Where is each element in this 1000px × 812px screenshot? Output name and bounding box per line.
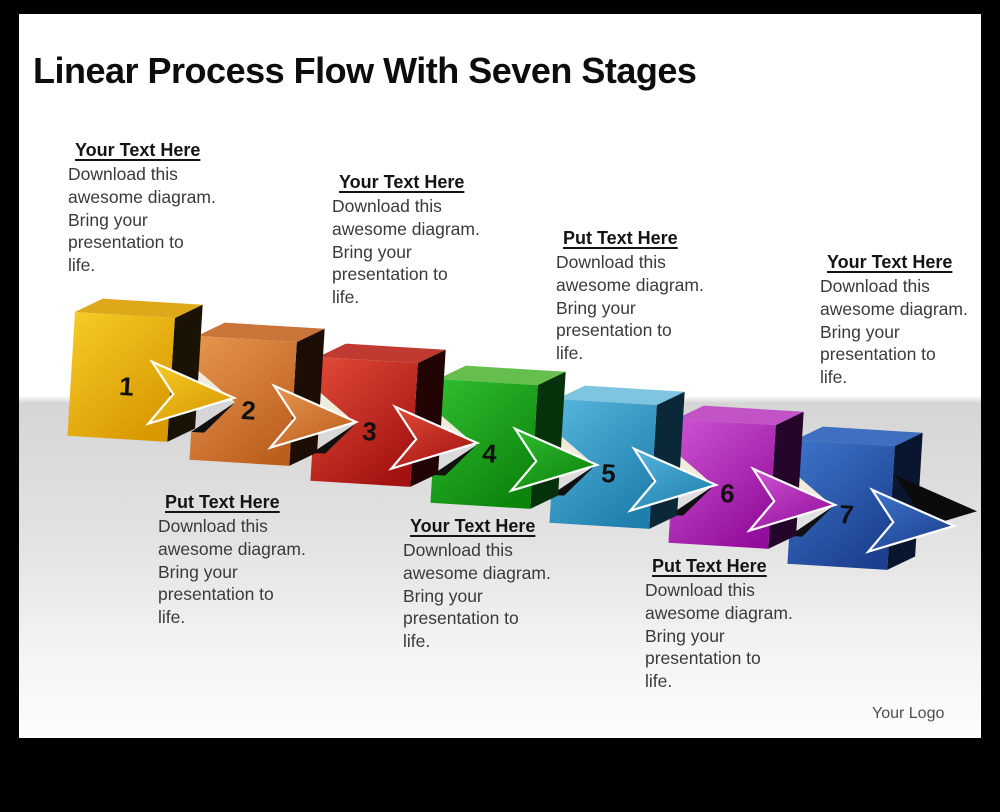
notch-lit-face: [791, 471, 834, 507]
notch-shadow-face: [432, 445, 477, 476]
block-top-face: [318, 343, 446, 364]
stage-shape-svg: 1: [67, 298, 238, 442]
callout-body: Download this awesome diagram. Bring you…: [820, 276, 968, 387]
stage-number: 3: [361, 416, 377, 447]
callout-body: Download this awesome diagram. Bring you…: [332, 196, 480, 307]
callout-heading: Put Text Here: [652, 556, 767, 576]
block-arrow: [746, 466, 839, 533]
callout-body: Download this awesome diagram. Bring you…: [403, 540, 551, 651]
callout-body: Download this awesome diagram. Bring you…: [645, 580, 793, 691]
callout-stage-4: Your Text Here Download this awesome dia…: [403, 516, 585, 653]
block-arrow: [388, 404, 481, 471]
stage-shape-svg: 4: [430, 365, 601, 509]
block-front-face: [310, 357, 418, 487]
callout-heading: Your Text Here: [827, 252, 953, 272]
block-front-face: [67, 312, 175, 442]
block-arrow: [865, 487, 958, 554]
callout-stage-5: Put Text Here Download this awesome diag…: [556, 228, 738, 365]
block-front-face: [549, 399, 657, 529]
callout-stage-3: Your Text Here Download this awesome dia…: [332, 172, 514, 309]
block-arrow: [145, 359, 238, 426]
stage-block-6: 6: [661, 395, 877, 577]
callout-body: Download this awesome diagram. Bring you…: [68, 164, 216, 275]
stage-number: 7: [838, 499, 854, 530]
block-top-face: [197, 322, 325, 343]
stage-block-2: 2: [182, 312, 398, 494]
stage-block-3: 3: [303, 333, 519, 515]
stage-block-7: 7: [780, 416, 981, 598]
callout-stage-7: Your Text Here Download this awesome dia…: [820, 252, 981, 389]
stage-number: 5: [600, 458, 616, 489]
callout-heading: Your Text Here: [75, 140, 201, 160]
notch-shadow-face: [670, 485, 715, 516]
block-top-face: [795, 426, 923, 447]
callout-stage-2: Put Text Here Download this awesome diag…: [158, 492, 340, 629]
stage-block-5: 5: [542, 375, 758, 557]
block-front-face: [189, 336, 297, 466]
callout-stage-1: Your Text Here Download this awesome dia…: [68, 140, 250, 277]
block-arrow: [508, 426, 601, 493]
notch-lit-face: [553, 430, 596, 466]
block-front-face: [668, 419, 776, 549]
callout-body: Download this awesome diagram. Bring you…: [556, 252, 704, 363]
block-top-face: [557, 385, 685, 406]
callout-heading: Put Text Here: [165, 492, 280, 512]
page-title: Linear Process Flow With Seven Stages: [33, 50, 697, 92]
block-arrow: [627, 446, 720, 513]
stage-block-1: 1: [60, 288, 276, 470]
stage-number: 2: [240, 395, 256, 426]
callout-heading: Your Text Here: [339, 172, 465, 192]
block-top-face: [438, 365, 566, 386]
notch-shadow-face: [312, 423, 357, 454]
block-front-face: [430, 379, 538, 509]
stage-shape-svg: 3: [310, 343, 481, 487]
notch-shadow-face: [551, 465, 596, 496]
notch-shadow-face: [789, 506, 834, 537]
block-top-face: [676, 405, 804, 426]
block-arrow: [267, 383, 360, 450]
notch-lit-face: [672, 450, 715, 486]
stage-number: 4: [481, 438, 498, 469]
stage-block-4: 4: [423, 355, 639, 537]
callout-stage-6: Put Text Here Download this awesome diag…: [645, 556, 827, 693]
notch-lit-face: [314, 388, 357, 424]
logo-placeholder: Your Logo: [872, 705, 945, 722]
block-front-face: [787, 440, 895, 570]
stage-shape-svg: 6: [668, 405, 839, 549]
callout-heading: Your Text Here: [410, 516, 536, 536]
callout-body: Download this awesome diagram. Bring you…: [158, 516, 306, 627]
notch-shadow-face: [191, 402, 236, 433]
block-top-face: [75, 298, 203, 319]
stage-shape-svg: 5: [549, 385, 720, 529]
stage-number: 1: [118, 371, 134, 402]
stage-shape-svg: 2: [189, 322, 360, 466]
stage-shape-svg: 7: [787, 426, 977, 570]
slide-canvas: Linear Process Flow With Seven Stages Yo…: [19, 14, 981, 738]
callout-heading: Put Text Here: [563, 228, 678, 248]
stage-number: 6: [719, 478, 735, 509]
